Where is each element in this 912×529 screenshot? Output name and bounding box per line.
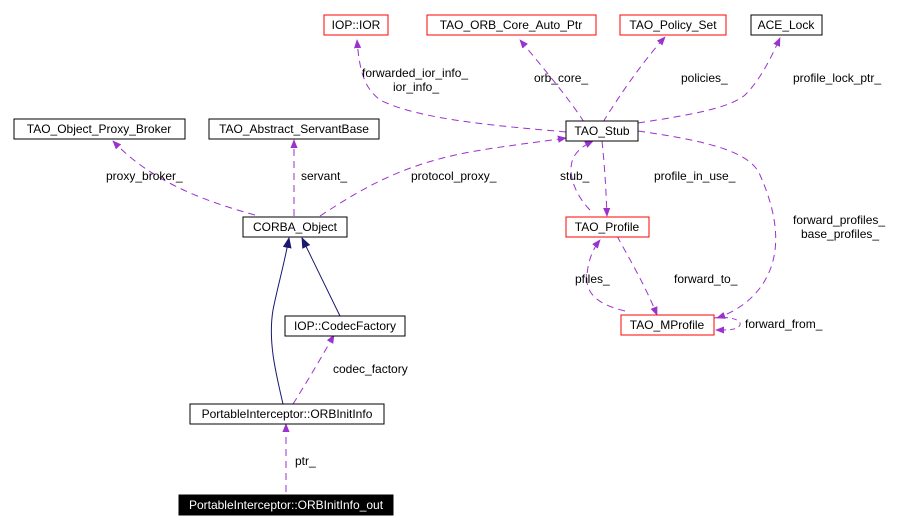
edge-pfiles bbox=[586, 239, 626, 312]
label-ior-info: ior_info_ bbox=[393, 80, 439, 94]
edge-forward-from bbox=[713, 317, 741, 334]
node-label: TAO_Policy_Set bbox=[629, 18, 717, 32]
node-label: ACE_Lock bbox=[758, 18, 816, 32]
node-label: TAO_MProfile bbox=[630, 318, 705, 332]
node-tao-object-proxy-broker[interactable]: TAO_Object_Proxy_Broker bbox=[13, 118, 186, 140]
node-label: IOP::IOR bbox=[332, 18, 381, 32]
edge-labels: forwarded_ior_info_ ior_info_ orb_core_ … bbox=[106, 66, 885, 468]
node-label: CORBA_Object bbox=[253, 220, 338, 234]
label-proxy-broker: proxy_broker_ bbox=[106, 169, 183, 183]
edge-policies bbox=[602, 36, 666, 123]
label-policies: policies_ bbox=[681, 71, 728, 85]
label-ptr: ptr_ bbox=[295, 454, 316, 468]
edge-inherit-orbinitinfo bbox=[270, 236, 292, 405]
node-label: TAO_Object_Proxy_Broker bbox=[27, 122, 172, 136]
node-label: PortableInterceptor::ORBInitInfo_out bbox=[189, 498, 384, 512]
node-tao-mprofile[interactable]: TAO_MProfile bbox=[620, 314, 715, 336]
node-label: IOP::CodecFactory bbox=[294, 319, 396, 333]
label-orb-core: orb_core_ bbox=[534, 71, 588, 85]
edge-forward-profiles bbox=[637, 130, 777, 319]
node-iop-codecfactory[interactable]: IOP::CodecFactory bbox=[284, 315, 406, 337]
node-orbinitinfo-out[interactable]: PortableInterceptor::ORBInitInfo_out bbox=[178, 494, 394, 516]
edge-stub bbox=[570, 140, 594, 211]
node-label: TAO_Abstract_ServantBase bbox=[219, 122, 369, 136]
node-corba-object[interactable]: CORBA_Object bbox=[242, 216, 348, 238]
label-forward-profiles: forward_profiles_ bbox=[793, 213, 885, 227]
label-forward-to: forward_to_ bbox=[674, 272, 738, 286]
node-ace-lock[interactable]: ACE_Lock bbox=[750, 14, 823, 36]
edge-protocol-proxy bbox=[319, 135, 567, 217]
node-tao-stub[interactable]: TAO_Stub bbox=[565, 120, 639, 142]
label-pfiles: pfiles_ bbox=[575, 272, 610, 286]
label-forward-from: forward_from_ bbox=[745, 317, 823, 331]
edge-profile-lock-ptr bbox=[637, 37, 781, 124]
node-orbinitinfo[interactable]: PortableInterceptor::ORBInitInfo bbox=[189, 403, 385, 425]
node-label: TAO_Profile bbox=[575, 220, 640, 234]
node-iop-ior[interactable]: IOP::IOR bbox=[323, 14, 389, 36]
label-codec-factory: codec_factory bbox=[333, 362, 408, 376]
edge-codec-factory bbox=[292, 334, 335, 405]
node-label: TAO_Stub bbox=[574, 124, 629, 138]
edges bbox=[112, 36, 781, 492]
label-profile-lock-ptr: profile_lock_ptr_ bbox=[793, 71, 881, 85]
label-profile-in-use: profile_in_use_ bbox=[654, 169, 736, 183]
label-stub: stub_ bbox=[560, 169, 590, 183]
node-tao-orb-core-auto-ptr[interactable]: TAO_ORB_Core_Auto_Ptr bbox=[426, 14, 597, 36]
node-label: TAO_ORB_Core_Auto_Ptr bbox=[440, 18, 583, 32]
edge-forward-to bbox=[616, 235, 658, 316]
node-tao-abstract-servantbase[interactable]: TAO_Abstract_ServantBase bbox=[208, 118, 380, 140]
label-servant: servant_ bbox=[301, 169, 347, 183]
label-protocol-proxy: protocol_proxy_ bbox=[411, 169, 497, 183]
edge-forwarded-ior-info bbox=[354, 39, 567, 133]
edge-profile-in-use bbox=[601, 140, 611, 217]
edge-inherit-codecfactory bbox=[301, 237, 341, 317]
nodes: IOP::IOR TAO_ORB_Core_Auto_Ptr TAO_Polic… bbox=[13, 14, 823, 516]
label-forwarded-ior-info: forwarded_ior_info_ bbox=[362, 66, 468, 80]
node-label: PortableInterceptor::ORBInitInfo bbox=[202, 407, 373, 421]
node-tao-policy-set[interactable]: TAO_Policy_Set bbox=[619, 14, 727, 36]
node-tao-profile[interactable]: TAO_Profile bbox=[565, 216, 650, 238]
label-base-profiles: base_profiles_ bbox=[801, 227, 879, 241]
